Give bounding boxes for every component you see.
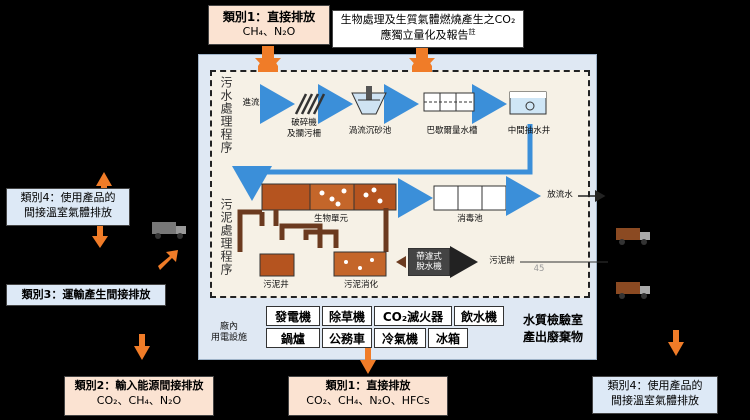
disinfect-tank	[433, 185, 507, 211]
disinfect-label: 消毒池	[457, 214, 483, 224]
box-cat4-left: 類別4：使用產品的 間接溫室氣體排放	[6, 188, 130, 226]
belt-press-box: 帶濾式 脫水機	[408, 248, 450, 276]
truck-icon-right-bottom	[616, 282, 650, 299]
pump-well-label: 中間抽水井	[507, 126, 551, 136]
cat1-bottom-title: 類別1：直接排放	[325, 379, 411, 392]
truck-icon-left	[152, 222, 186, 239]
cat3-line1: 類別3：運輸產生間接排放	[21, 288, 151, 301]
discharge-label: 放流水	[547, 190, 573, 200]
lab-line2: 產出廢棄物	[522, 329, 583, 344]
equip-generator: 發電機	[266, 306, 320, 326]
cat2-gases: CO₂、CH₄、N₂O	[96, 393, 182, 407]
facilities-label: 廠內 用電設施	[210, 322, 247, 344]
grit-chamber-icon	[351, 86, 387, 115]
inflow-label: 進流	[242, 98, 260, 108]
page-number: 45	[533, 264, 545, 274]
equip-mower: 除草機	[322, 306, 372, 326]
pipe-to-bio	[232, 124, 533, 201]
cat4-left-line2: 間接溫室氣體排放	[24, 205, 112, 219]
box-bio-note: 生物處理及生質氣體燃燒產生之CO₂ 應獨立量化及報告註	[332, 10, 524, 48]
cat4-left-line1: 類別4：使用產品的	[20, 191, 116, 204]
belt-press-label: 帶濾式 脫水機	[416, 251, 442, 272]
digestion-tank	[333, 251, 387, 277]
bio-note-sup: 註	[468, 27, 476, 36]
parshall-label: 巴歇爾量水槽	[426, 126, 478, 136]
bio-unit-tanks	[261, 183, 397, 211]
digestion-label: 污泥消化	[343, 280, 378, 290]
pump-well-icon	[509, 91, 547, 115]
box-cat2-energy: 類別2：輸入能源間接排放 CO₂、CH₄、N₂O	[64, 376, 214, 416]
lab-waste-label: 水質檢驗室 產出廢棄物	[512, 312, 594, 346]
grit-label: 渦流沉砂池	[348, 126, 392, 136]
screen-icon	[294, 93, 326, 115]
cat4-right-line2: 間接溫室氣體排放	[611, 393, 699, 407]
truck-icon-right-top	[616, 228, 650, 245]
equip-official-car: 公務車	[322, 328, 372, 348]
box-cat1-direct-bottom: 類別1：直接排放 CO₂、CH₄、N₂O、HFCs	[288, 376, 448, 416]
cat1-top-title: 類別1：直接排放	[222, 10, 316, 24]
box-cat3-transport: 類別3：運輸產生間接排放	[6, 284, 166, 306]
cat1-bottom-gases: CO₂、CH₄、N₂O、HFCs	[306, 393, 430, 407]
box-cat4-right: 類別4：使用產品的 間接溫室氣體排放	[592, 376, 718, 414]
lab-line1: 水質檢驗室	[522, 313, 583, 327]
cake-label: 污泥餅	[489, 256, 515, 266]
bio-note-line1: 生物處理及生質氣體燃燒產生之CO₂	[340, 13, 516, 26]
sludge-well-label: 污泥井	[263, 280, 289, 290]
equip-co2-extinguisher: CO₂滅火器	[374, 306, 452, 326]
arrow-digest-press	[396, 256, 406, 268]
sludge-pipes	[237, 208, 389, 252]
cat2-title: 類別2：輸入能源間接排放	[74, 379, 204, 392]
cat1-top-gases: CH₄、N₂O	[242, 25, 296, 39]
left-orange-arrows	[92, 172, 684, 374]
orange-emission-arrows	[255, 46, 435, 72]
grinder-label: 破碎機 及攔污柵	[286, 118, 321, 139]
equip-air-conditioner: 冷氣機	[374, 328, 426, 348]
sludge-well-tank	[259, 253, 295, 277]
sludge-process-label: 污泥處理程序	[219, 198, 233, 276]
equip-boiler: 鍋爐	[266, 328, 320, 348]
bio-unit-label: 生物單元	[313, 214, 348, 224]
equip-refrigerator: 冰箱	[428, 328, 468, 348]
box-cat1-direct-top: 類別1：直接排放 CH₄、N₂O	[208, 5, 330, 45]
equip-water-dispenser: 飲水機	[454, 306, 504, 326]
cat4-right-line1: 類別4：使用產品的	[607, 379, 703, 392]
parshall-flume-icon	[423, 92, 475, 112]
sewage-process-label: 污水處理程序	[219, 76, 233, 154]
bio-note-line2: 應獨立量化及報告	[380, 28, 469, 42]
